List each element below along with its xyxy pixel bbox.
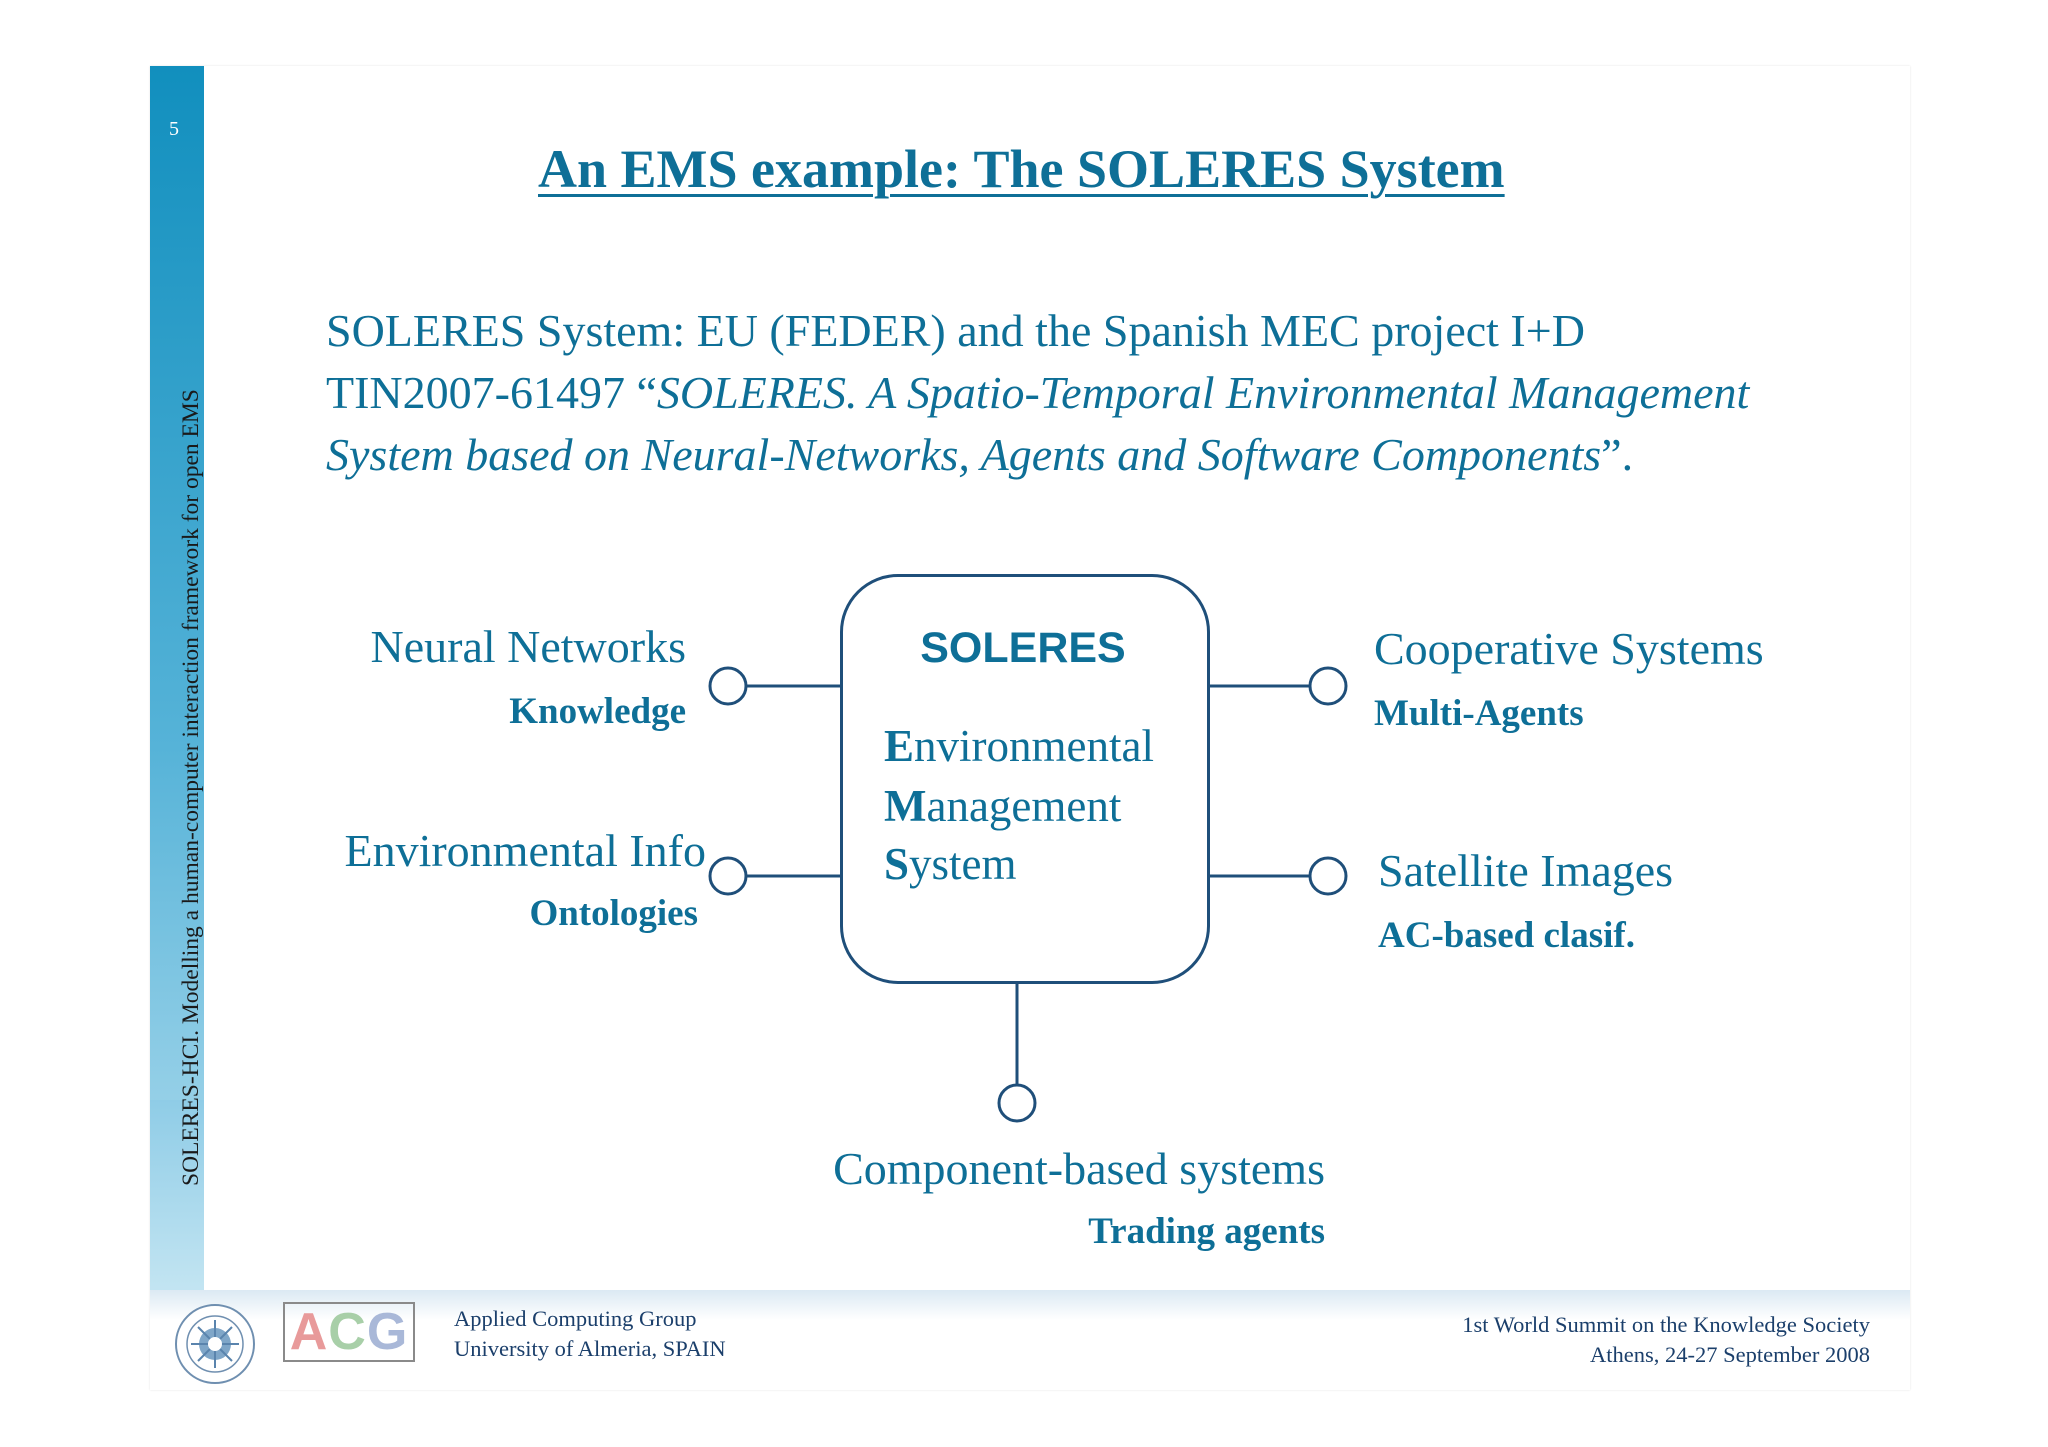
box-line-environmental: Environmental bbox=[884, 721, 1154, 771]
port-environmental-info bbox=[708, 856, 748, 896]
university-seal-icon bbox=[175, 1304, 255, 1384]
port-satellite-images bbox=[1308, 856, 1348, 896]
soleres-box bbox=[840, 574, 1210, 984]
footer-event-name: 1st World Summit on the Knowledge Societ… bbox=[1462, 1312, 1870, 1337]
footer-university: University of Almeria, SPAIN bbox=[454, 1336, 726, 1361]
slide-sidebar bbox=[150, 66, 204, 1306]
node-label-component-based: Component-based systems bbox=[833, 1143, 1325, 1194]
acg-logo: ACG bbox=[283, 1302, 415, 1362]
port-cooperative-systems bbox=[1308, 666, 1348, 706]
intro-paragraph: SOLERES System: EU (FEDER) and the Spani… bbox=[326, 300, 1846, 486]
slide-title: An EMS example: The SOLERES System bbox=[538, 139, 1505, 199]
intro-line-2-italic: SOLERES. A Spatio-Temporal Environmental… bbox=[656, 367, 1750, 418]
node-label-neural-networks: Neural Networks bbox=[370, 621, 686, 672]
intro-line-3-end: ”. bbox=[1601, 429, 1634, 480]
box-line-system: System bbox=[884, 839, 1017, 889]
node-sub-knowledge: Knowledge bbox=[509, 691, 686, 732]
footer-band bbox=[150, 1290, 1910, 1390]
port-neural-networks bbox=[708, 666, 748, 706]
intro-line-3-italic: System based on Neural-Networks, Agents … bbox=[326, 429, 1602, 480]
node-label-environmental-info: Environmental Info bbox=[344, 825, 706, 876]
node-label-cooperative-systems: Cooperative Systems bbox=[1374, 623, 1764, 674]
box-line-management: Management bbox=[884, 781, 1122, 831]
footer-right: 1st World Summit on the Knowledge Societ… bbox=[1462, 1310, 1870, 1370]
intro-line-1: SOLERES System: EU (FEDER) and the Spani… bbox=[326, 305, 1585, 356]
intro-line-2-plain: TIN2007-61497 “ bbox=[326, 367, 657, 418]
node-sub-ac-based: AC-based clasif. bbox=[1378, 915, 1635, 956]
footer-group-name: Applied Computing Group bbox=[454, 1306, 697, 1331]
node-sub-trading-agents: Trading agents bbox=[1088, 1211, 1325, 1252]
page-number: 5 bbox=[169, 118, 179, 140]
node-sub-multi-agents: Multi-Agents bbox=[1374, 693, 1584, 734]
node-label-satellite-images: Satellite Images bbox=[1378, 845, 1674, 896]
node-sub-ontologies: Ontologies bbox=[529, 893, 698, 934]
sidebar-curve bbox=[150, 1100, 450, 1310]
footer-event-date: Athens, 24-27 September 2008 bbox=[1590, 1342, 1870, 1367]
box-title: SOLERES bbox=[920, 624, 1126, 672]
footer-left: Applied Computing Group University of Al… bbox=[454, 1304, 726, 1364]
port-component-based bbox=[997, 1083, 1037, 1123]
